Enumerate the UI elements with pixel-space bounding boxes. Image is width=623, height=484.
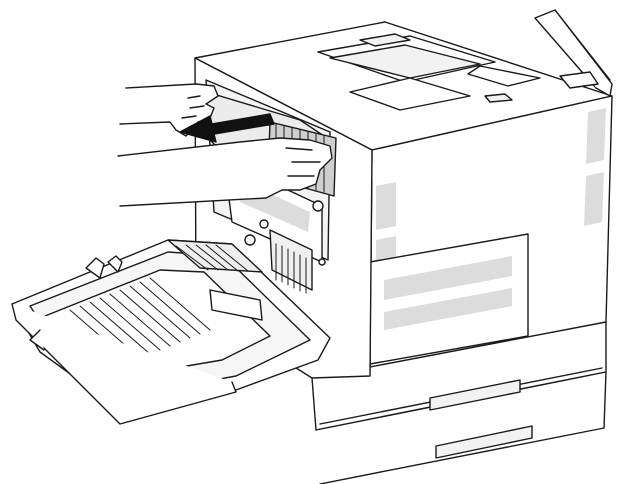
rear-door-open [11,239,331,425]
rear-feed-ribs [275,243,307,294]
printer-top-surface [194,21,613,151]
paper-tray-lower [311,321,607,484]
duplex-guide-ribs [69,277,211,363]
arrow-left-icon [179,113,275,143]
paper-tray-extension [534,9,613,97]
hand-icon-lower [117,137,333,207]
hand-icon-upper [119,83,219,137]
